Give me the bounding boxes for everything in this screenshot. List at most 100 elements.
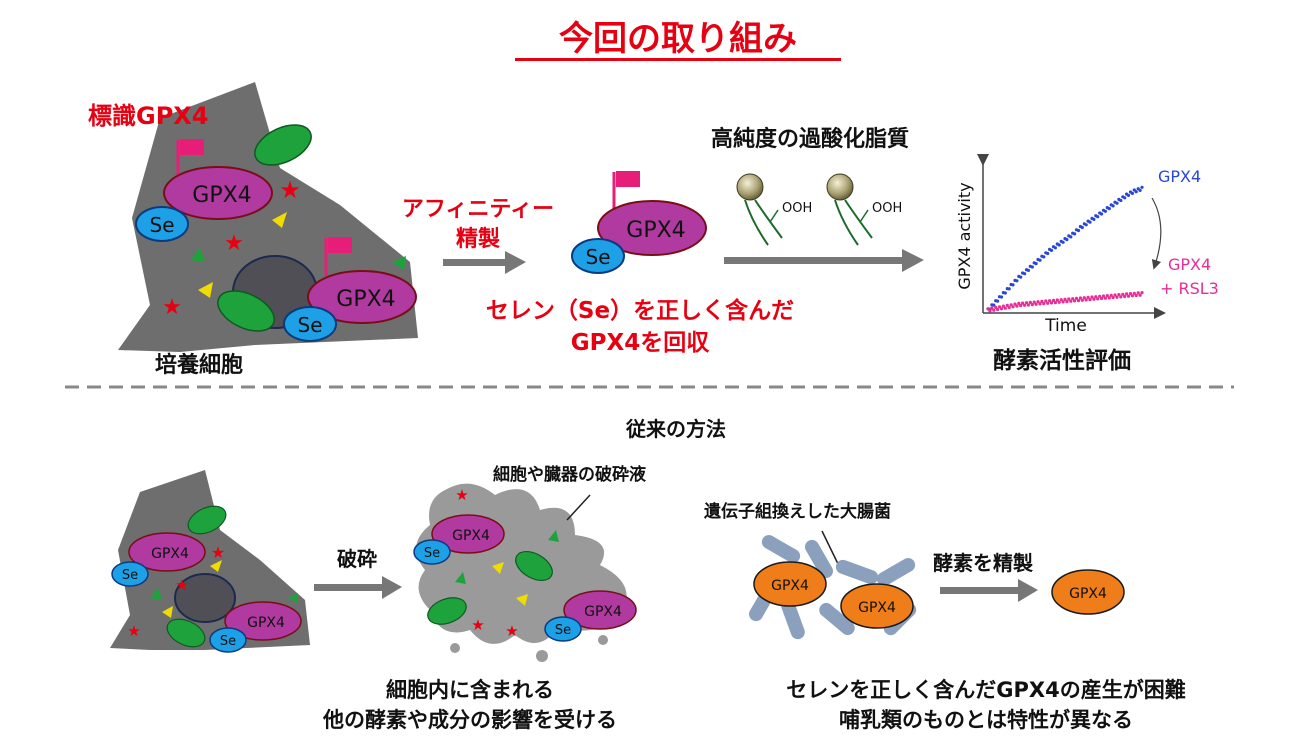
- chart-point-series2: [1063, 297, 1067, 301]
- chart-point-series1: [1138, 188, 1142, 192]
- debris-4: [450, 643, 460, 653]
- chart-point-series1: [1061, 240, 1065, 244]
- star-marker-1: ★: [279, 176, 301, 204]
- chart-point-series2: [1084, 298, 1088, 302]
- legend-rsl3-line2: + RSL3: [1160, 279, 1219, 298]
- chart-point-series2: [1126, 294, 1131, 298]
- ecoli-pointer: [821, 530, 841, 569]
- chart-point-series2: [1055, 298, 1059, 302]
- bacterium-1: [761, 535, 801, 563]
- left-caption-line2: 他の酵素や成分の影響を受ける: [322, 708, 617, 732]
- chart-point-series2: [994, 305, 998, 309]
- chart-point-series2: [990, 306, 994, 310]
- purify-arrow: [940, 579, 1038, 602]
- chart-point-series2: [1034, 302, 1038, 306]
- chart-point-series1: [1073, 232, 1077, 236]
- mitochondrion-b1: [187, 505, 227, 535]
- chart-point-series2: [1057, 300, 1061, 304]
- chart-point-series2: [988, 309, 992, 313]
- yellow-tri-b2: [162, 606, 173, 618]
- lysate-star-3: ★: [505, 622, 518, 640]
- flag-b: [328, 237, 352, 253]
- gpx4-enzyme-b-cell-2: [224, 601, 302, 641]
- lysate-mito-2: [427, 597, 467, 625]
- chart-point-series1: [1053, 246, 1057, 250]
- chart-point-series2: [1132, 291, 1136, 295]
- chart-point-series2: [1088, 298, 1092, 302]
- chart-point-series2: [1107, 296, 1111, 300]
- legend-gpx4: GPX4: [1158, 167, 1201, 186]
- gpx4-enzyme-c: [597, 200, 707, 256]
- debris-5: [598, 635, 608, 645]
- chart-point-series2: [1030, 303, 1034, 307]
- ecoli-gpx4-b: [840, 583, 914, 629]
- chart-point-series2: [1015, 304, 1019, 308]
- gpx4-enzyme-b: [307, 270, 417, 324]
- se-cofactor-b-cell-2: [209, 627, 247, 653]
- chart-point-series2: [1053, 301, 1057, 305]
- green-triangle-2: [392, 256, 406, 270]
- chart-point-series1: [992, 303, 996, 307]
- se-cofactor-b-cell-1: [111, 561, 149, 587]
- ecoli-gpx4-label-b: GPX4: [858, 600, 896, 616]
- chart-point-series2: [1028, 300, 1032, 304]
- ooh-label-a: OOH: [782, 201, 812, 216]
- chart-point-series1: [999, 295, 1004, 299]
- crush-label: 破砕: [337, 547, 377, 571]
- green-tri-b1: [150, 588, 162, 600]
- green-triangle-1: [190, 248, 205, 262]
- ooh-label-b: OOH: [872, 201, 902, 216]
- debris-1: [503, 493, 521, 511]
- chart-point-series2: [1134, 293, 1138, 298]
- chart-point-series1: [1069, 235, 1073, 239]
- purified-gpx4-orange-label: GPX4: [1069, 586, 1107, 602]
- chart-point-series1: [1011, 283, 1015, 287]
- chart-point-series1: [1096, 215, 1100, 219]
- lysate-se-label-a: Se: [424, 546, 440, 561]
- bacterium-4: [876, 558, 916, 586]
- lysate-gpx4-a: [431, 514, 505, 554]
- chart-point-series1: [1107, 207, 1111, 211]
- bacterium-2: [805, 539, 833, 579]
- chart-point-series2: [1046, 301, 1050, 305]
- lysate-se-b: [544, 616, 582, 642]
- lysate-se-a: [413, 539, 451, 565]
- purify-label: 酵素を精製: [933, 551, 1033, 575]
- bacterium-6: [781, 598, 805, 640]
- purified-gpx4-top: GPX4 Se: [571, 171, 707, 274]
- chart-point-series2: [1009, 303, 1013, 307]
- right-caption-line1: セレンを正しく含んだGPX4の産生が困難: [786, 678, 1185, 702]
- chart-point-series1: [1119, 198, 1123, 203]
- chart-point-series2: [1080, 298, 1084, 302]
- chart-point-series1: [1134, 190, 1138, 194]
- chart-point-series2: [1011, 305, 1015, 309]
- chart-point-series2: [1036, 300, 1040, 304]
- chart-point-series1: [996, 299, 1000, 303]
- lipid-peroxide-a: OOH: [736, 173, 812, 246]
- gpx4-enzyme-a: [163, 166, 273, 220]
- chart-point-series2: [1103, 296, 1107, 300]
- assay-label: 酵素活性評価: [993, 347, 1131, 374]
- chart-point-series1: [1084, 223, 1088, 227]
- lysate-gpx4-label-a: GPX4: [452, 528, 490, 544]
- page-title: 今回の取り組み: [559, 19, 797, 59]
- chart-point-series2: [1003, 306, 1007, 310]
- chart-point-series2: [1092, 297, 1096, 301]
- chart-point-series1: [1115, 201, 1119, 205]
- chart-point-series2: [1059, 298, 1063, 302]
- chart-point-series2: [1024, 301, 1029, 305]
- se-label-b: Se: [298, 313, 323, 337]
- chart-point-series2: [1061, 300, 1065, 304]
- result-line1: セレン（Se）を正しく含んだ: [486, 297, 794, 324]
- labeled-gpx4-label: 標識GPX4: [88, 102, 209, 130]
- chart-point-series2: [1051, 298, 1056, 302]
- chart-point-series2: [1076, 299, 1081, 303]
- chart-point-series2: [1044, 299, 1048, 303]
- chart-point-series1: [1019, 275, 1023, 279]
- chart-point-series2: [1048, 299, 1052, 303]
- right-caption-line2: 哺乳類のものとは特性が異なる: [839, 708, 1133, 732]
- lipid-head-a: [736, 173, 764, 201]
- gpx4-enzyme-b-cell-1: [128, 532, 206, 572]
